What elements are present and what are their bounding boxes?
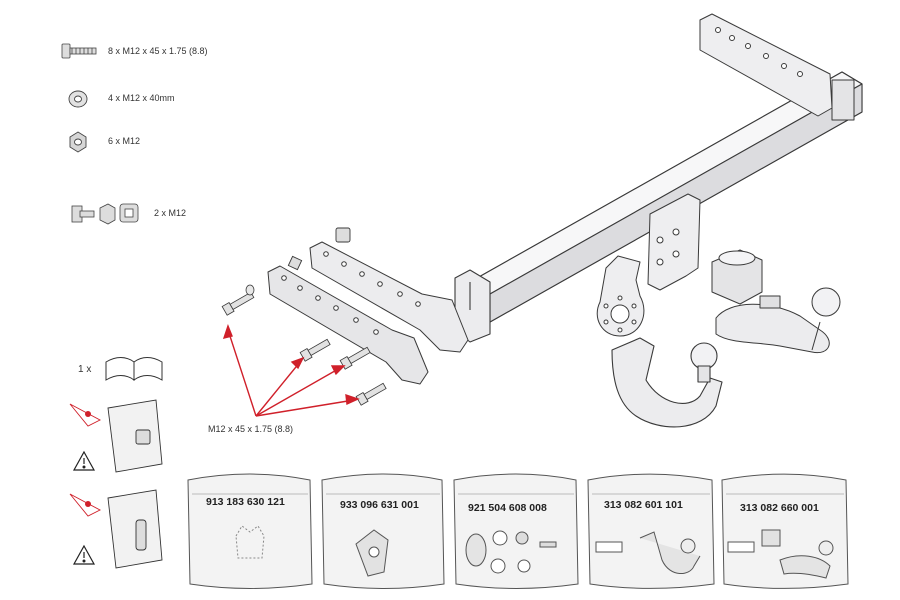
nut-spec-label: 6 x M12	[108, 136, 141, 146]
clip-nut-spec-label: 2 x M12	[154, 208, 187, 218]
detachable-tow-ball	[711, 249, 841, 354]
left-side-plate-rear	[309, 241, 469, 353]
parts-bag	[453, 473, 579, 589]
bag-part-number: 313 082 601 101	[604, 499, 683, 511]
manual-quantity-label: 1 x	[78, 364, 92, 375]
fixed-tow-ball-neck	[611, 337, 723, 428]
loose-bolt	[339, 346, 371, 370]
cross-beam	[454, 71, 863, 343]
bolt-spec-label: 8 x M12 x 45 x 1.75 (8.8)	[108, 46, 208, 56]
parts-bag	[187, 473, 313, 589]
plate-top-bolt	[287, 227, 351, 271]
callout-arrows	[222, 323, 360, 417]
socket-flange-plate	[596, 255, 645, 337]
loose-bolt	[299, 338, 331, 362]
nut-icon	[69, 131, 87, 153]
callout-bolt-label: M12 x 45 x 1.75 (8.8)	[208, 424, 294, 434]
loose-bolt	[221, 284, 255, 316]
right-side-bracket	[699, 13, 855, 121]
bag-part-number: 313 082 660 001	[740, 502, 819, 514]
washer-spec-label: 4 x M12 x 40mm	[108, 93, 175, 103]
left-side-plate-front	[267, 265, 429, 385]
washer-icon	[68, 90, 88, 108]
parts-bag	[721, 473, 849, 589]
safety-leaflet	[69, 489, 163, 569]
parts-bag	[587, 473, 715, 589]
bag-part-number: 921 504 608 008	[468, 502, 547, 514]
warning-triangle-icon	[72, 544, 96, 565]
bag-part-number: 913 183 630 121	[206, 496, 285, 508]
center-mount-bracket	[647, 193, 701, 291]
bolt-icon	[61, 43, 97, 59]
safety-leaflet	[69, 399, 163, 473]
bag-part-number: 933 096 631 001	[340, 499, 419, 511]
parts-bag	[321, 473, 445, 589]
warning-triangle-icon	[72, 450, 96, 471]
clip-nut-icon	[71, 203, 139, 225]
manual-book-icon	[105, 357, 163, 381]
loose-bolt	[355, 382, 387, 406]
